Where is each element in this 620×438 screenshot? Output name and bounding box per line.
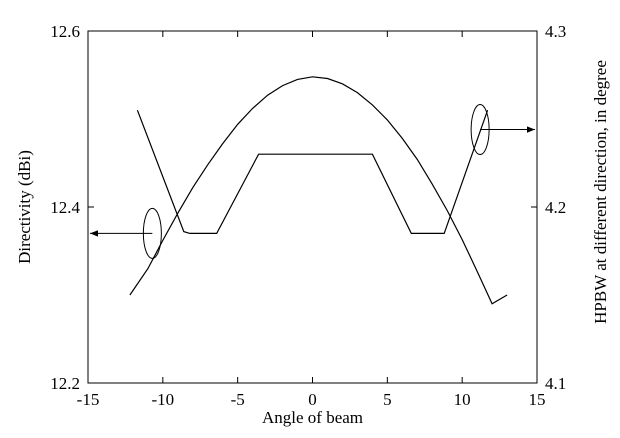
axis-labels: -15 -10 -5 0 5 10 15 12.2 12.4 12.6 4.1 4.2 4.3 — [50, 22, 566, 409]
plot-border — [87, 30, 538, 384]
hpbw-curve — [136, 109, 489, 234]
x-tick-label: 10 — [454, 390, 471, 409]
y-axis-title: Directivity (dBi) — [15, 150, 34, 264]
x-tick-label: -5 — [231, 390, 245, 409]
y2-axis-title: HPBW at different direction, in degree — [591, 60, 610, 324]
x-tick-label: -15 — [77, 390, 100, 409]
y2-tick-label: 4.2 — [545, 198, 566, 217]
x-tick-label: 5 — [383, 390, 392, 409]
x-tick-label: 0 — [308, 390, 317, 409]
y-tick-label: 12.2 — [50, 374, 80, 393]
y2-tick-label: 4.3 — [545, 22, 566, 41]
x-tick-label: -10 — [151, 390, 174, 409]
y-tick-label: 12.4 — [50, 198, 80, 217]
x-tick-label: 15 — [529, 390, 546, 409]
y2-tick-label: 4.1 — [545, 374, 566, 393]
annotations — [90, 104, 535, 259]
axis-ticks — [87, 30, 538, 384]
x-axis-title: Angle of beam — [262, 408, 363, 427]
directivity-curve — [129, 76, 508, 305]
series-curves — [129, 76, 508, 305]
plot-frame — [87, 30, 538, 384]
y-tick-label: 12.6 — [50, 22, 80, 41]
